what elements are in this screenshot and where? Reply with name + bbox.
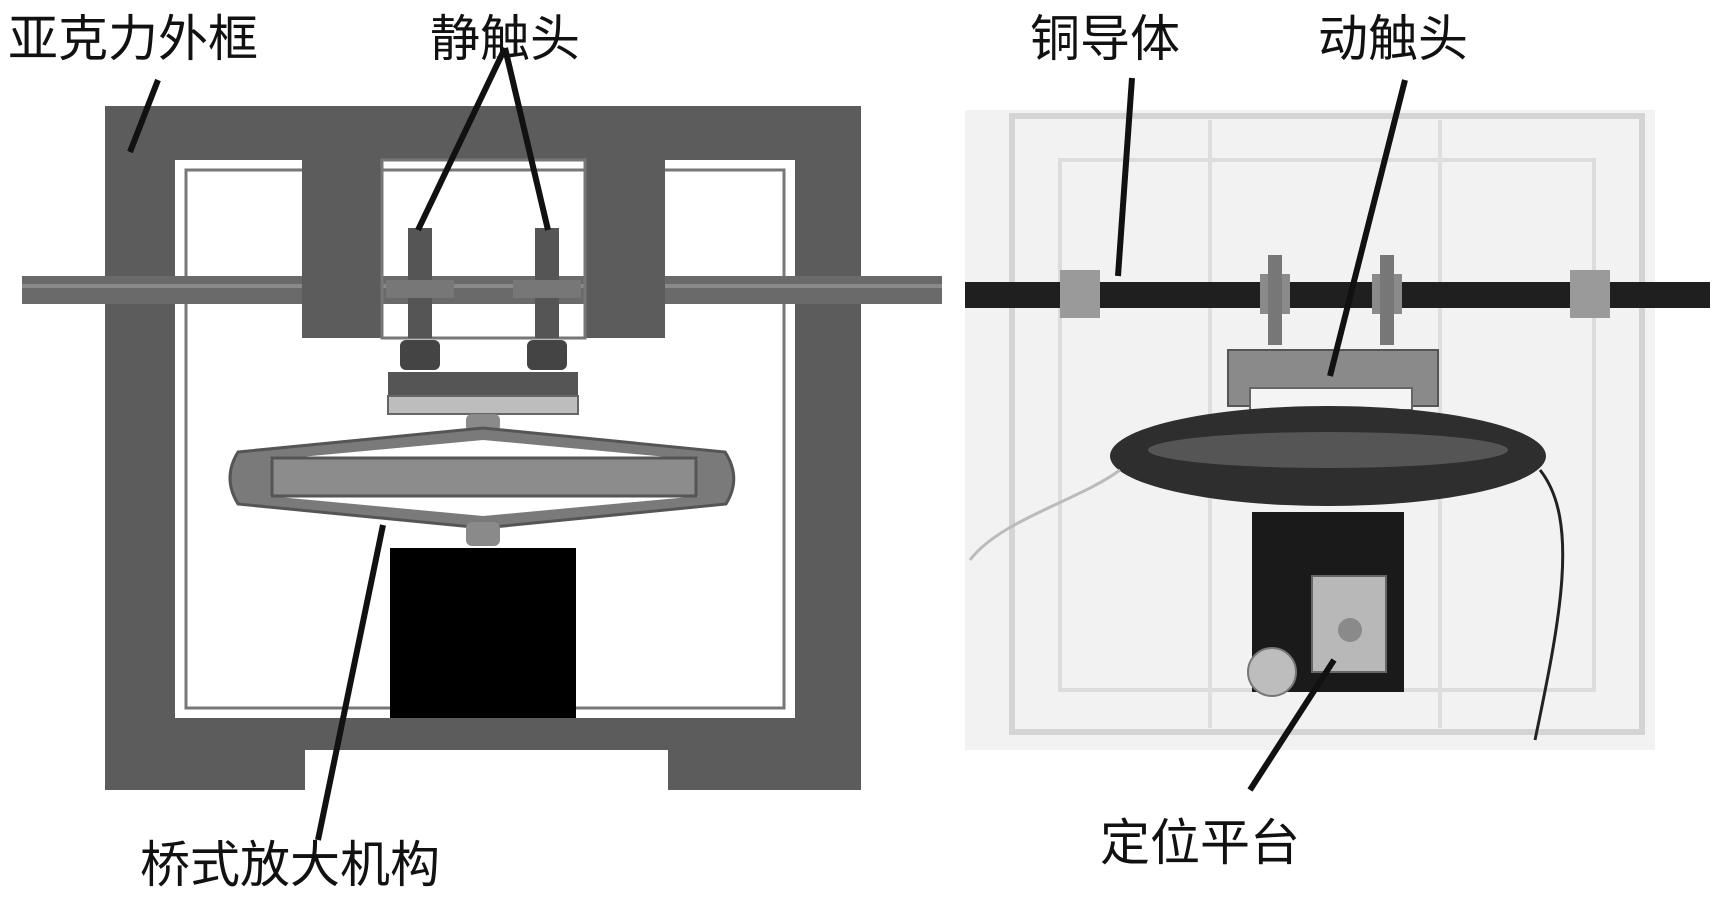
center-opening-outline [380, 158, 587, 340]
photo-rod-nut [1060, 270, 1100, 318]
right-static-contact [513, 228, 581, 370]
label-bridge-mechanism: 桥式放大机构 [140, 836, 440, 894]
label-static-contact: 静触头 [430, 10, 580, 68]
device-photo [965, 110, 1710, 750]
moving-contact-plate [387, 395, 579, 415]
schematic-drawing [22, 106, 942, 790]
leader-bridge-mechanism [315, 524, 386, 841]
photo-platform-knob [1247, 647, 1297, 697]
right-hanging-block [585, 160, 665, 338]
left-hanging-block [302, 160, 382, 338]
bridge-mechanism [228, 414, 736, 546]
left-static-contact [386, 228, 454, 370]
label-moving-contact: 动触头 [1318, 10, 1468, 68]
copper-rod-highlight [22, 284, 942, 288]
label-copper-conductor: 铜导体 [1030, 10, 1180, 68]
photo-contact-post [1380, 255, 1394, 345]
leader-static-contact-right [502, 47, 551, 231]
actuator-block [390, 548, 576, 718]
acrylic-frame-outer [1009, 113, 1645, 735]
photo-wire [1533, 469, 1565, 741]
leader-lines [127, 46, 1408, 841]
label-positioning-platform: 定位平台 [1100, 814, 1300, 872]
photo-platform-screw [1338, 618, 1362, 642]
photo-contact-post [1268, 255, 1282, 345]
leader-copper-conductor [1115, 77, 1135, 277]
photo-wire [968, 468, 1121, 561]
leader-positioning-platform [1247, 658, 1337, 792]
leader-acrylic-frame [127, 78, 161, 154]
label-acrylic-frame: 亚克力外框 [8, 10, 258, 68]
acrylic-frame [105, 106, 861, 790]
leader-moving-contact [1327, 79, 1408, 377]
moving-contact-plate-dark [388, 372, 578, 396]
photo-bridge-highlight [1148, 432, 1508, 468]
leader-static-contact-left [415, 46, 508, 232]
photo-rod-nut [1570, 270, 1610, 318]
copper-rod [22, 276, 942, 304]
